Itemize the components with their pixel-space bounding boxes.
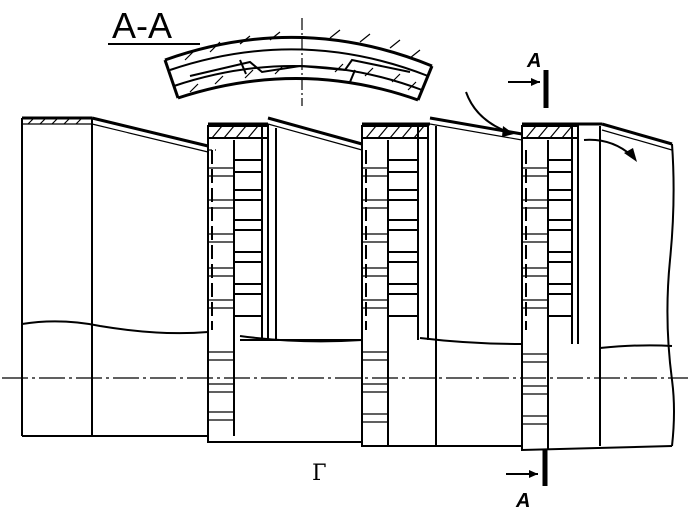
view-label: Г xyxy=(312,461,327,486)
cut-marker-bottom: A xyxy=(506,450,548,512)
flow-arrow-out xyxy=(583,138,637,162)
liner-body xyxy=(2,116,688,452)
cut-marker-top: A xyxy=(508,50,549,108)
liner-joint-2 xyxy=(361,124,437,446)
cross-section-detail xyxy=(163,18,434,106)
liner-joint-1 xyxy=(207,124,277,436)
cut-marker-top-letter: A xyxy=(526,50,541,72)
cut-marker-bottom-letter: A xyxy=(515,490,530,512)
liner-joint-3 xyxy=(521,124,601,450)
section-title: A-A xyxy=(112,5,172,46)
